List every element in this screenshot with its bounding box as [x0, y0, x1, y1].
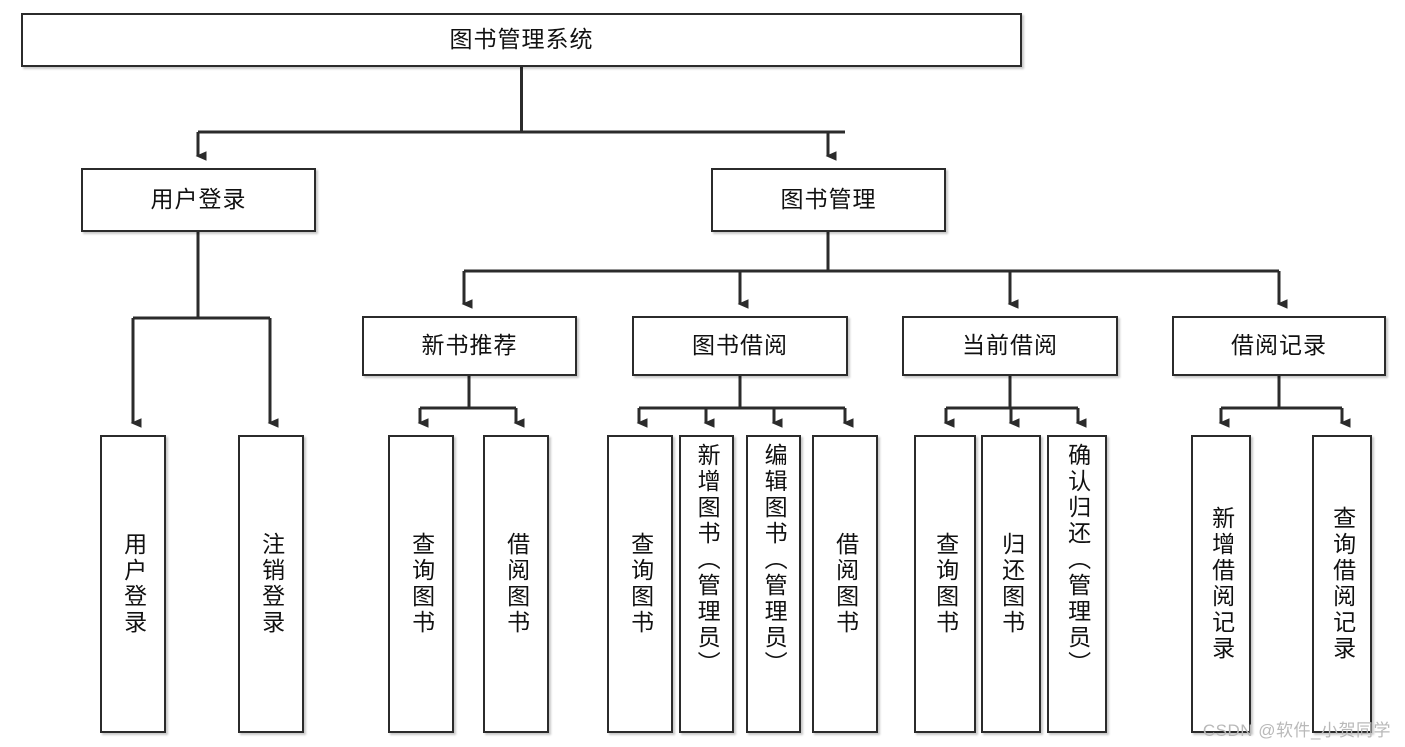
node-leaf-add-record[interactable]: 新增借阅记录: [1191, 435, 1251, 733]
node-current-borrow-label: 当前借阅: [962, 332, 1058, 359]
node-book-borrow[interactable]: 图书借阅: [632, 316, 848, 376]
node-leaf-user-logout-label: 注销登录: [258, 532, 285, 636]
node-leaf-query-book-cur[interactable]: 查询图书: [914, 435, 976, 733]
node-leaf-return-book[interactable]: 归还图书: [981, 435, 1041, 733]
node-leaf-borrow-book-rec-label: 借阅图书: [503, 532, 530, 636]
node-new-book-recommend[interactable]: 新书推荐: [362, 316, 577, 376]
watermark: CSDN @软件_小贺同学: [1202, 721, 1391, 740]
node-borrow-record-label: 借阅记录: [1231, 332, 1327, 359]
node-book-manage[interactable]: 图书管理: [711, 168, 946, 232]
node-leaf-query-book-borrow[interactable]: 查询图书: [607, 435, 673, 733]
node-leaf-add-record-label: 新增借阅记录: [1208, 506, 1235, 662]
node-leaf-add-book-label: 新增图书（管理员）: [694, 443, 721, 677]
node-current-borrow[interactable]: 当前借阅: [902, 316, 1118, 376]
node-borrow-record[interactable]: 借阅记录: [1172, 316, 1386, 376]
node-leaf-query-book-rec[interactable]: 查询图书: [388, 435, 454, 733]
node-leaf-borrow-book-rec[interactable]: 借阅图书: [483, 435, 549, 733]
node-leaf-user-login-label: 用户登录: [120, 532, 147, 636]
node-leaf-edit-book[interactable]: 编辑图书（管理员）: [746, 435, 801, 733]
node-root[interactable]: 图书管理系统: [21, 13, 1022, 67]
node-user-login-label: 用户登录: [150, 186, 247, 213]
node-leaf-add-book[interactable]: 新增图书（管理员）: [679, 435, 734, 733]
node-leaf-return-book-label: 归还图书: [998, 532, 1025, 636]
node-leaf-query-record[interactable]: 查询借阅记录: [1312, 435, 1372, 733]
node-leaf-borrow-book[interactable]: 借阅图书: [812, 435, 878, 733]
node-leaf-query-record-label: 查询借阅记录: [1329, 506, 1356, 662]
node-leaf-query-book-cur-label: 查询图书: [932, 532, 959, 636]
node-book-borrow-label: 图书借阅: [692, 332, 788, 359]
node-leaf-confirm-return[interactable]: 确认归还（管理员）: [1047, 435, 1107, 733]
node-leaf-query-book-rec-label: 查询图书: [408, 532, 435, 636]
node-leaf-user-login[interactable]: 用户登录: [100, 435, 166, 733]
node-leaf-edit-book-label: 编辑图书（管理员）: [761, 443, 788, 677]
node-leaf-confirm-return-label: 确认归还（管理员）: [1064, 443, 1091, 677]
node-new-book-recommend-label: 新书推荐: [421, 332, 518, 359]
node-book-manage-label: 图书管理: [780, 186, 877, 213]
node-leaf-user-logout[interactable]: 注销登录: [238, 435, 304, 733]
node-leaf-query-book-borrow-label: 查询图书: [627, 532, 654, 636]
node-user-login[interactable]: 用户登录: [81, 168, 316, 232]
node-leaf-borrow-book-label: 借阅图书: [832, 532, 859, 636]
node-root-label: 图书管理系统: [449, 26, 594, 53]
